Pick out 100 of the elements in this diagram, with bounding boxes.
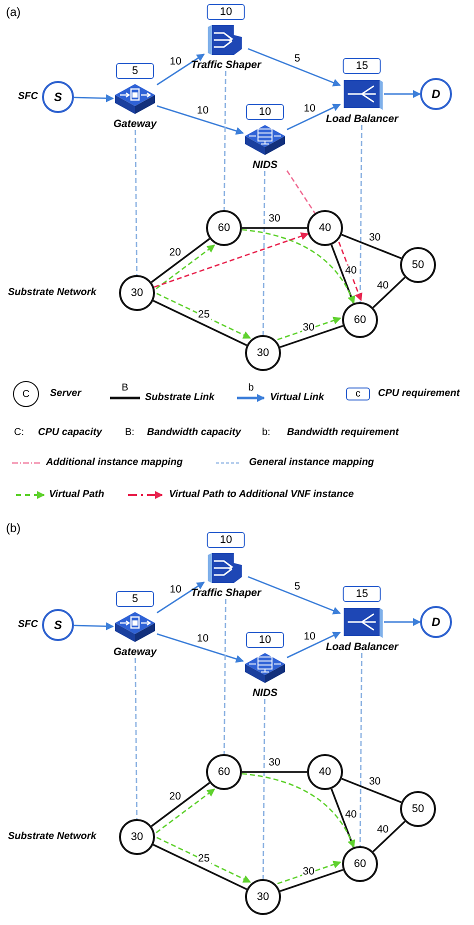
edge-label: 40	[376, 824, 390, 836]
arrow	[338, 242, 362, 302]
arrow	[384, 618, 421, 626]
cpu-requirement-box: 10	[246, 104, 284, 120]
legend-text: Virtual Path to Additional VNF instance	[169, 489, 354, 501]
cpu-requirement-box: 10	[207, 4, 245, 20]
server-node: 60	[342, 302, 378, 338]
arrow	[248, 48, 341, 86]
server-node: 30	[119, 819, 155, 855]
mapping-line	[359, 653, 362, 846]
edge-label: 30	[268, 214, 282, 224]
link-line	[242, 227, 307, 229]
text-label: Bandwidth requirement	[287, 427, 399, 439]
text-label: Substrate Network	[8, 287, 96, 299]
mapping-line	[262, 171, 266, 335]
mapping-line	[224, 71, 226, 210]
function-name: NIDS	[252, 687, 278, 699]
mapping-line	[134, 658, 138, 819]
arrow	[156, 244, 216, 290]
edge-label: 20	[168, 792, 182, 803]
server-node: 60	[206, 210, 242, 246]
arrow	[277, 316, 342, 340]
edge-label: 30	[302, 866, 316, 878]
edge-label: 30	[302, 322, 316, 334]
edge-label: 10	[302, 631, 316, 642]
arrow	[156, 582, 205, 614]
mapping-line	[359, 125, 362, 302]
arrow	[242, 229, 355, 304]
text-label: C:	[14, 427, 24, 439]
mapping-line	[223, 599, 226, 754]
server-node: 50	[400, 247, 436, 283]
arrow	[286, 104, 341, 130]
legend-text: Virtual Path	[49, 489, 104, 501]
arrow	[74, 94, 114, 102]
link-line	[280, 324, 344, 348]
mapping-line	[286, 170, 316, 214]
legend-text: Additional instance mapping	[46, 457, 183, 469]
text-label: B:	[125, 427, 134, 439]
arrow	[286, 632, 341, 658]
link-line	[152, 844, 248, 890]
endpoint-circle: D	[420, 606, 452, 638]
endpoint-circle: S	[42, 81, 74, 113]
edge-label: 5	[293, 53, 302, 64]
edge-label: 10	[168, 584, 182, 596]
server-node: 40	[307, 754, 343, 790]
function-name: NIDS	[252, 159, 278, 171]
arrow	[74, 622, 114, 630]
edge-label: 10	[302, 103, 316, 114]
cpu-requirement-box: 15	[343, 58, 381, 74]
function-name: Load Balancer	[326, 113, 398, 125]
cpu-requirement-box: 10	[246, 632, 284, 648]
server-sample: C	[13, 381, 39, 407]
edge-label: 30	[268, 758, 282, 768]
edge-label: 40	[344, 265, 358, 276]
arrow	[156, 633, 244, 663]
legend-text: General instance mapping	[249, 457, 374, 469]
mapping-line	[134, 130, 138, 275]
cpu-box-sample: c	[346, 388, 370, 400]
edge-label: 30	[368, 232, 382, 244]
server-node: 60	[206, 754, 242, 790]
arrow	[384, 90, 421, 98]
function-name: Traffic Shaper	[190, 59, 262, 71]
mapping-line	[262, 699, 266, 879]
edge-label: 10	[196, 105, 210, 116]
edge-label: 5	[293, 581, 302, 592]
edge-label: 25	[197, 853, 211, 864]
text-label: Bandwidth capacity	[147, 427, 241, 439]
arrow	[156, 292, 252, 339]
arrow	[248, 576, 341, 614]
server-node: 40	[307, 210, 343, 246]
sample-letter: b	[248, 382, 254, 394]
text-label: CPU capacity	[38, 427, 102, 439]
function-name: Traffic Shaper	[190, 587, 262, 599]
text-label: Substrate Network	[8, 831, 96, 843]
arrow	[242, 773, 355, 848]
legend-text: Substrate Link	[145, 392, 214, 404]
link-line	[150, 782, 210, 827]
panel-label: (b)	[6, 522, 21, 534]
link-line	[341, 778, 402, 804]
panel-label: (a)	[6, 6, 21, 18]
function-name: Load Balancer	[326, 641, 398, 653]
arrow	[156, 54, 205, 86]
text-label: b:	[262, 427, 270, 439]
arrow	[154, 232, 309, 288]
legend-text: Virtual Link	[270, 392, 324, 404]
link-line	[330, 788, 354, 848]
text-label: SFC	[18, 619, 38, 631]
server-node: 50	[400, 791, 436, 827]
server-node: 60	[342, 846, 378, 882]
function-name: Gateway	[113, 646, 157, 658]
cpu-requirement-box: 5	[116, 591, 154, 607]
legend-text: CPU requirement	[378, 388, 460, 400]
edge-label: 10	[196, 633, 210, 644]
cpu-requirement-box: 15	[343, 586, 381, 602]
link-line	[152, 300, 248, 346]
edge-label: 25	[197, 309, 211, 320]
link-line	[242, 771, 307, 773]
server-node: 30	[245, 879, 281, 915]
link-line	[341, 234, 402, 260]
endpoint-circle: D	[420, 78, 452, 110]
